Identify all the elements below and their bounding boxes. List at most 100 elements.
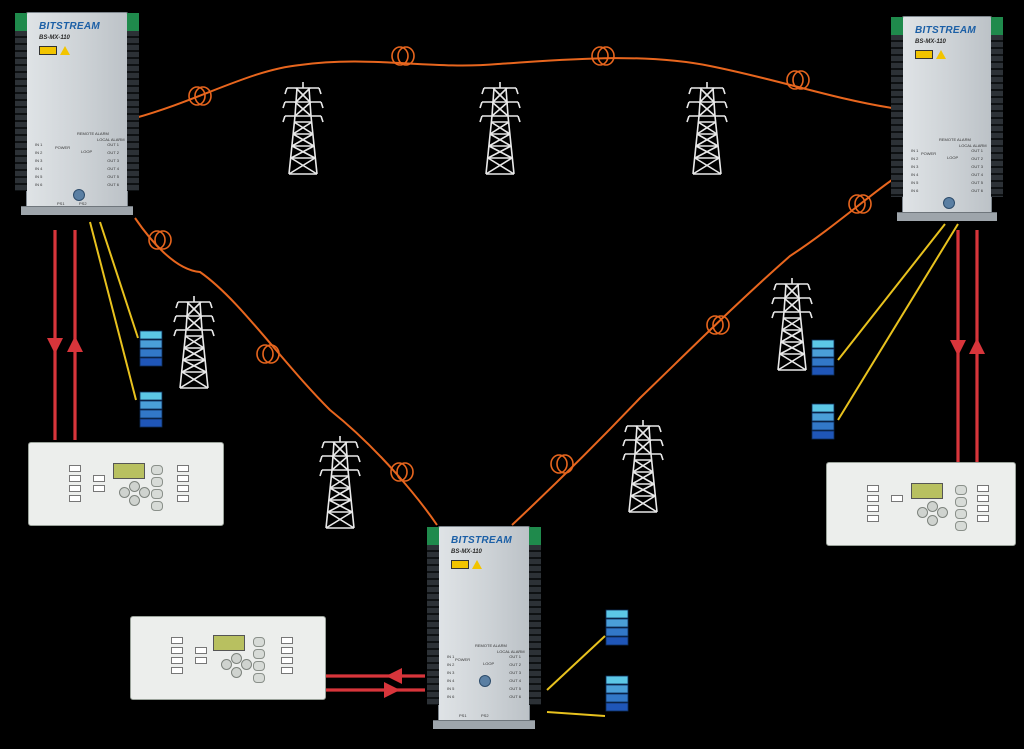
terminal-rail-right [991,35,1003,197]
relay-button[interactable] [151,477,163,487]
relay-button[interactable] [151,489,163,499]
relay-button[interactable] [151,501,163,511]
local-alarm-label: LOCAL ALARM [497,649,525,654]
loop-label: LOOP [483,661,495,666]
relay-display [113,463,145,479]
transmission-tower-icon [686,81,728,175]
relay-led [195,647,207,654]
relay-key[interactable] [231,653,242,664]
relay-led [867,495,879,502]
relay-led [177,475,189,482]
relay-led [171,637,183,644]
ps2-label: PS2 [481,713,489,718]
protection-relay-bottom [130,616,326,700]
mux-base [897,212,997,221]
mux-brand: BITSTREAM [451,535,513,546]
mux-base [21,206,133,215]
signal-stack [139,391,163,428]
relay-led [177,465,189,472]
relay-led [281,647,293,654]
relay-key[interactable] [129,481,140,492]
relay-button[interactable] [253,673,265,683]
relay-key[interactable] [927,501,938,512]
relay-led [891,495,903,502]
mux-model: BS-MX-110 [451,549,482,555]
relay-button[interactable] [955,521,967,531]
power-label: POWER [921,151,937,156]
power-label: POWER [455,657,471,662]
laser-warning-label [39,46,57,55]
transmission-tower-icon [173,295,215,389]
laser-warning-label [915,50,933,59]
relay-button[interactable] [253,649,265,659]
relay-button[interactable] [955,509,967,519]
relay-led [195,657,207,664]
signal-arrows [47,230,985,698]
remote-alarm-label: REMOTE ALARM [77,131,109,136]
relay-led [69,485,81,492]
relay-button[interactable] [151,465,163,475]
relay-led [177,485,189,492]
signal-wires [89,221,959,717]
remote-alarm-label: REMOTE ALARM [475,643,507,648]
loop-label: LOOP [947,155,959,160]
relay-led [281,667,293,674]
relay-button[interactable] [955,485,967,495]
local-alarm-label: LOCAL ALARM [959,143,987,148]
relay-led [177,495,189,502]
transmission-tower-icon [622,419,664,513]
relay-key[interactable] [119,487,130,498]
relay-key[interactable] [241,659,252,670]
fiber-coil [591,46,615,66]
warning-triangle-icon [936,50,946,59]
power-label: POWER [55,145,71,150]
relay-button[interactable] [253,637,265,647]
fiber-coil [706,315,730,335]
relay-led [977,485,989,492]
multiplexer-bottom: BITSTREAM BS-MX-110 REMOTE ALARM LOCAL A… [427,526,541,729]
relay-key[interactable] [937,507,948,518]
relay-led [171,667,183,674]
protection-relay-right [826,462,1016,546]
fiber-coil [256,344,280,364]
relay-key[interactable] [231,667,242,678]
mux-model: BS-MX-110 [915,39,946,45]
rotary-switch-icon[interactable] [943,197,955,209]
relay-key[interactable] [927,515,938,526]
terminal-rail-right [127,31,139,191]
rotary-switch-icon[interactable] [73,189,85,201]
signal-stack [605,609,629,646]
relay-led [69,475,81,482]
relay-led [867,505,879,512]
signal-stack [811,339,835,376]
relay-led [977,495,989,502]
mux-base [433,720,535,729]
signal-stack [139,330,163,367]
transmission-tower-icon [319,435,361,529]
relay-led [867,485,879,492]
relay-led [171,657,183,664]
relay-key[interactable] [221,659,232,670]
relay-button[interactable] [955,497,967,507]
transmission-tower-icon [282,81,324,175]
relay-display [911,483,943,499]
relay-key[interactable] [917,507,928,518]
relay-led [69,495,81,502]
warning-triangle-icon [60,46,70,55]
relay-led [69,465,81,472]
rotary-switch-icon[interactable] [479,675,491,687]
signal-stack [811,403,835,440]
relay-led [977,505,989,512]
signal-stack [605,675,629,712]
relay-key[interactable] [139,487,150,498]
relay-key[interactable] [129,495,140,506]
relay-button[interactable] [253,661,265,671]
mux-brand: BITSTREAM [915,25,977,36]
fiber-links [134,57,893,526]
relay-led [281,657,293,664]
